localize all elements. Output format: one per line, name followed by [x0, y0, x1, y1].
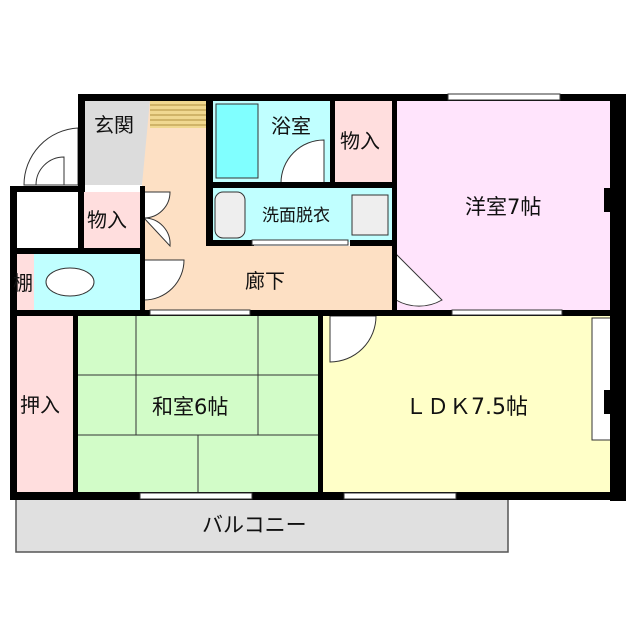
entry-step [150, 100, 208, 128]
washing-machine [351, 194, 389, 236]
left-room-area [16, 192, 78, 250]
label-bath: 浴室 [271, 114, 311, 138]
label-genkan: 玄関 [94, 113, 134, 137]
label-storage-top: 物入 [340, 129, 380, 153]
doors [23, 127, 443, 363]
label-washroom: 洗面脱衣 [262, 206, 330, 226]
tatami-lines [78, 316, 318, 492]
bathtub [215, 103, 259, 179]
label-japanese-room: 和室6帖 [152, 395, 228, 419]
shelf-area [16, 254, 34, 310]
label-storage-left: 物入 [87, 208, 127, 232]
walls [10, 94, 626, 501]
label-closet: 押入 [20, 393, 60, 417]
label-ldk: ＬＤＫ7.5帖 [405, 395, 528, 420]
western-room-area [396, 100, 610, 310]
windows [139, 93, 563, 500]
washbasin [214, 191, 246, 239]
label-western-room: 洋室7帖 [465, 195, 541, 219]
storage-top-area [334, 100, 392, 183]
label-balcony: バルコニー [202, 513, 307, 537]
label-shelf: 棚 [13, 271, 33, 295]
balcony [15, 497, 509, 553]
toilet [45, 267, 95, 297]
storage-left-area [84, 192, 140, 248]
closet-area [16, 316, 74, 492]
label-hallway: 廊下 [245, 269, 285, 293]
ldk-area [322, 316, 610, 492]
hallway-area [142, 100, 392, 312]
genkan-area [84, 100, 150, 185]
